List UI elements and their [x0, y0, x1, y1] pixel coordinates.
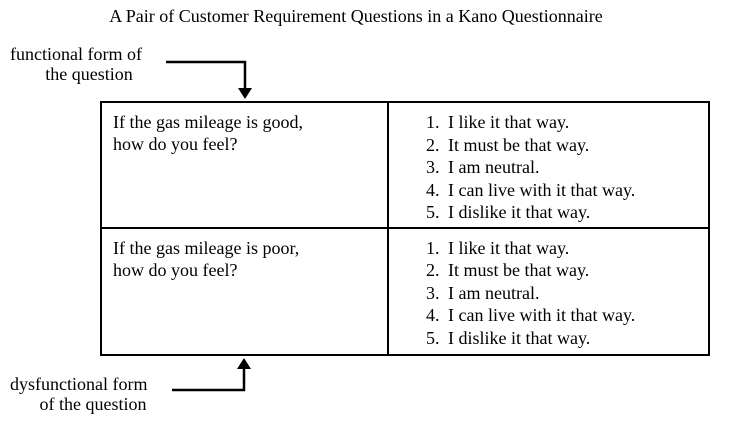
option-text: It must be that way.	[448, 260, 590, 280]
option-number: 1.	[426, 237, 440, 258]
dysfunctional-arrow-up-icon	[172, 358, 251, 392]
question-line1: If the gas mileage is good,	[113, 112, 303, 132]
option-number: 5.	[426, 327, 440, 348]
list-item: 5. I dislike it that way.	[426, 201, 704, 224]
options-cell: 1. I like it that way. 2. It must be tha…	[389, 229, 708, 355]
options-cell: 1. I like it that way. 2. It must be tha…	[389, 103, 708, 227]
list-item: 4. I can live with it that way.	[426, 304, 704, 327]
list-item: 4. I can live with it that way.	[426, 179, 704, 202]
option-text: I like it that way.	[448, 112, 570, 132]
option-text: I am neutral.	[448, 282, 540, 303]
dysfunctional-form-label-line1: dysfunctional form	[10, 374, 148, 394]
option-text: I am neutral.	[448, 157, 540, 177]
functional-form-label: functional form of the question	[10, 44, 168, 84]
list-item: 2. It must be that way.	[426, 134, 704, 157]
option-text: I dislike it that way.	[448, 327, 591, 348]
functional-arrow-down-icon	[166, 60, 252, 99]
dysfunctional-form-label-line2: of the question	[39, 394, 147, 414]
option-text: I can live with it that way.	[448, 179, 636, 200]
option-text: It must be that way.	[448, 134, 590, 155]
option-number: 1.	[426, 112, 440, 132]
option-text: I dislike it that way.	[448, 202, 591, 222]
figure-title: A Pair of Customer Requirement Questions…	[109, 6, 603, 26]
list-item: 1. I like it that way.	[426, 111, 704, 134]
question-line2: how do you feel?	[113, 259, 238, 280]
option-text: I like it that way.	[448, 237, 570, 258]
list-item: 3. I am neutral.	[426, 282, 704, 305]
list-item: 3. I am neutral.	[426, 156, 704, 179]
option-number: 4.	[426, 179, 440, 200]
question-cell: If the gas mileage is good, how do you f…	[102, 103, 389, 227]
list-item: 2. It must be that way.	[426, 259, 704, 282]
question-line1: If the gas mileage is poor,	[113, 237, 300, 258]
table-row-functional: If the gas mileage is good, how do you f…	[102, 103, 708, 229]
list-item: 5. I dislike it that way.	[426, 327, 704, 350]
kano-table: If the gas mileage is good, how do you f…	[100, 101, 710, 356]
functional-form-label-line2: the question	[45, 64, 133, 84]
question-line2: how do you feel?	[113, 134, 238, 154]
option-number: 2.	[426, 260, 440, 280]
option-text: I can live with it that way.	[448, 305, 636, 325]
functional-form-label-line1: functional form of	[10, 44, 142, 64]
option-number: 3.	[426, 157, 440, 177]
table-row-dysfunctional: If the gas mileage is poor, how do you f…	[102, 228, 708, 355]
list-item: 1. I like it that way.	[426, 237, 704, 260]
option-number: 2.	[426, 134, 440, 155]
option-number: 5.	[426, 202, 440, 222]
dysfunctional-form-label: dysfunctional form of the question	[10, 374, 176, 414]
question-cell: If the gas mileage is poor, how do you f…	[102, 228, 389, 354]
option-number: 3.	[426, 282, 440, 303]
option-number: 4.	[426, 305, 440, 325]
